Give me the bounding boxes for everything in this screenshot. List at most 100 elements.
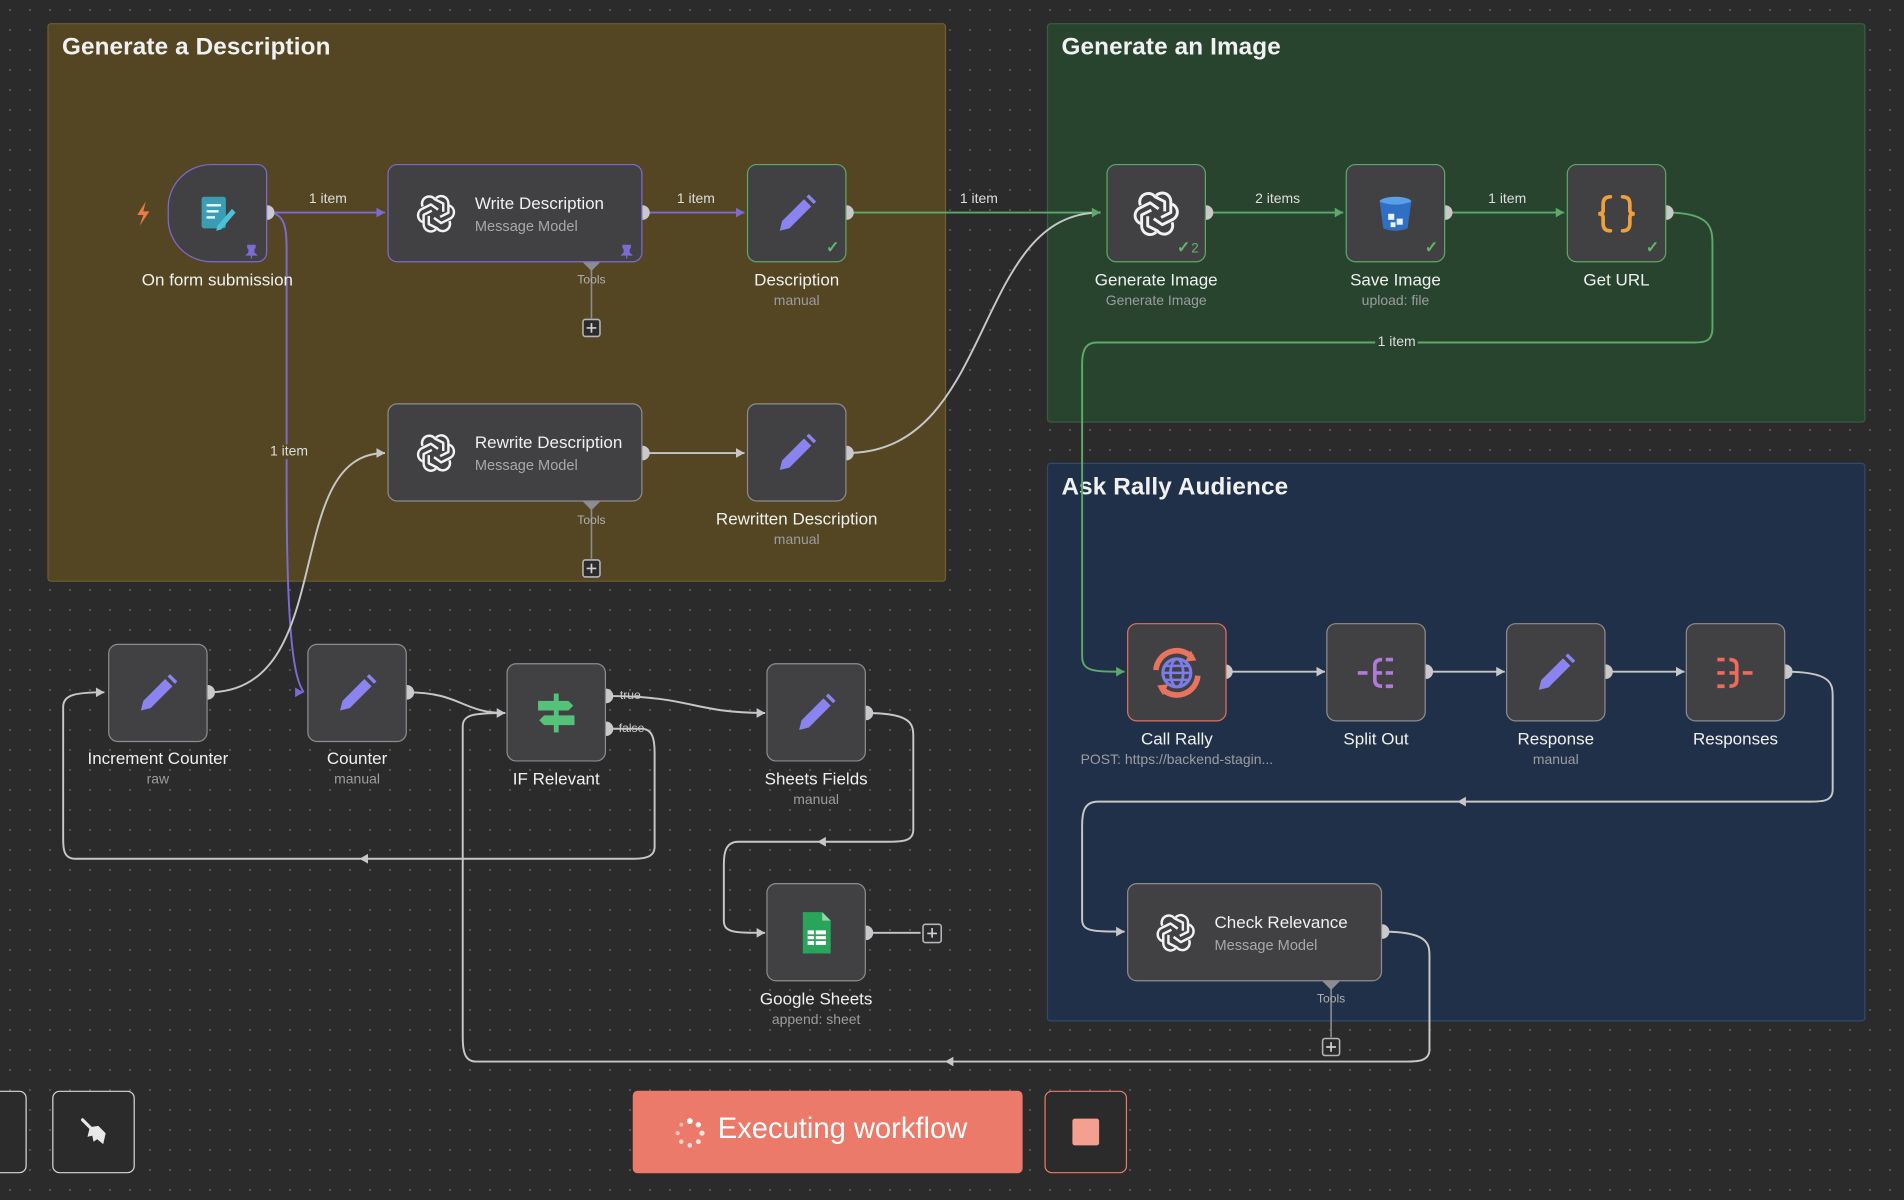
- node-label: Split Out: [1343, 729, 1408, 748]
- run-count: 2: [1191, 241, 1199, 257]
- node-counter[interactable]: [307, 643, 407, 743]
- form-edit-icon: [201, 196, 236, 231]
- node-responses[interactable]: [1685, 623, 1786, 722]
- arrowhead: [1496, 666, 1505, 677]
- openai-icon: [416, 433, 456, 472]
- node-title: Write Description: [474, 193, 605, 213]
- edge-if-false-inc: [62, 691, 656, 860]
- node-subtitle: Message Model: [1214, 936, 1318, 954]
- node-google-sheets[interactable]: [766, 883, 866, 982]
- arrowhead: [1116, 926, 1125, 937]
- signpost-icon: [538, 692, 575, 732]
- arrowhead: [1316, 666, 1326, 677]
- node-split-out[interactable]: [1326, 623, 1426, 722]
- node-on-form-submission[interactable]: [167, 163, 268, 263]
- arrowhead: [756, 708, 766, 718]
- pencil-icon: [1538, 652, 1576, 690]
- node-rewrite-description[interactable]: Rewrite Description Message Model: [387, 403, 643, 502]
- node-title: Get URL: [1583, 269, 1650, 290]
- node-title: Rewrite Description: [474, 432, 623, 452]
- node-title: Responses: [1692, 728, 1779, 749]
- node-title: Call Rally: [1140, 728, 1213, 749]
- node-label: Increment Counter raw: [87, 748, 228, 787]
- sticky-title: Ask Rally Audience: [1061, 473, 1289, 501]
- curly-braces-icon: [1598, 194, 1635, 232]
- pencil-icon: [779, 193, 817, 231]
- success-check-icon: ✓: [825, 238, 840, 257]
- edge-rewritten-genimg: [846, 211, 1101, 455]
- arrowhead: [735, 207, 745, 218]
- arrowhead: [376, 207, 385, 218]
- node-subtitle: upload: file: [1361, 293, 1430, 309]
- plus-icon: [1326, 1042, 1336, 1052]
- arrowhead: [1457, 796, 1466, 807]
- node-label: Save Image upload: file: [1350, 270, 1441, 309]
- globe-icon: [1153, 647, 1201, 698]
- split-out-icon: [1357, 657, 1394, 688]
- node-subtitle: manual: [334, 772, 380, 788]
- success-check-icon: ✓: [1424, 238, 1438, 257]
- node-save-image[interactable]: ✓: [1345, 163, 1446, 263]
- node-subtitle: POST: https://backend-stagin...: [1080, 753, 1274, 768]
- node-title: Response: [1517, 728, 1595, 749]
- bucket-icon: [1379, 196, 1412, 231]
- zoom-control-button[interactable]: [0, 1090, 27, 1174]
- broom-icon: [81, 1118, 106, 1145]
- node-title: Split Out: [1343, 728, 1409, 749]
- openai-icon: [1156, 913, 1195, 952]
- arrowhead: [944, 1056, 954, 1067]
- node-if-relevant[interactable]: [506, 663, 607, 762]
- clear-execution-button[interactable]: [52, 1090, 135, 1174]
- openai-icon: [1133, 190, 1179, 236]
- google-sheets-icon: [802, 911, 831, 953]
- node-check-relevance[interactable]: Check Relevance Message Model: [1127, 883, 1383, 982]
- pin-icon: [245, 244, 258, 259]
- node-label: Get URL: [1583, 270, 1649, 289]
- edge-label: 1 item: [1375, 335, 1419, 350]
- tools-label: Tools: [577, 273, 606, 288]
- node-subtitle: manual: [773, 293, 820, 309]
- node-title: Save Image: [1350, 269, 1441, 290]
- node-title: Generate Image: [1094, 269, 1218, 290]
- node-write-description[interactable]: Write Description Message Model: [387, 163, 643, 263]
- plus-icon: [586, 563, 597, 574]
- node-description[interactable]: ✓: [746, 163, 847, 263]
- node-label: Counter manual: [327, 748, 387, 787]
- node-generate-image[interactable]: ✓2: [1106, 163, 1206, 263]
- node-title: IF Relevant: [512, 768, 600, 789]
- node-label: Generate Image Generate Image: [1095, 270, 1218, 309]
- node-title: Google Sheets: [759, 988, 873, 1009]
- node-title: Counter: [326, 748, 388, 768]
- node-rewritten-description[interactable]: [746, 403, 847, 502]
- pencil-icon: [340, 673, 377, 710]
- edge-label: 1 item: [1488, 191, 1527, 207]
- trigger-bolt-icon: [137, 201, 150, 226]
- node-subtitle: Message Model: [474, 456, 578, 474]
- edge-if-sheetsf: [606, 694, 766, 714]
- edge-label: 1 item: [959, 191, 998, 207]
- arrowhead: [95, 687, 105, 698]
- arrowhead: [1116, 666, 1125, 677]
- success-check-icon: ✓: [1645, 238, 1660, 257]
- execute-workflow-button[interactable]: Executing workflow: [632, 1090, 1023, 1174]
- node-label: Responses: [1693, 729, 1778, 748]
- node-call-rally[interactable]: [1127, 623, 1227, 722]
- stop-execution-button[interactable]: [1044, 1090, 1128, 1174]
- node-response[interactable]: [1505, 623, 1606, 722]
- edge-label: 1 item: [308, 191, 347, 207]
- arrowhead: [756, 927, 766, 938]
- if-true-label: true: [619, 689, 641, 703]
- node-increment-counter[interactable]: [108, 643, 208, 743]
- arrowhead: [1555, 207, 1565, 218]
- arrowhead: [735, 448, 745, 458]
- node-sheets-fields[interactable]: [766, 663, 866, 762]
- node-title: Increment Counter: [87, 748, 229, 768]
- node-get-url[interactable]: ✓: [1566, 163, 1667, 263]
- edge-geturl-call: [1081, 211, 1714, 673]
- arrowhead: [376, 448, 385, 458]
- arrowhead: [1676, 666, 1685, 677]
- tools-label: Tools: [1316, 992, 1346, 1007]
- openai-icon: [416, 194, 456, 233]
